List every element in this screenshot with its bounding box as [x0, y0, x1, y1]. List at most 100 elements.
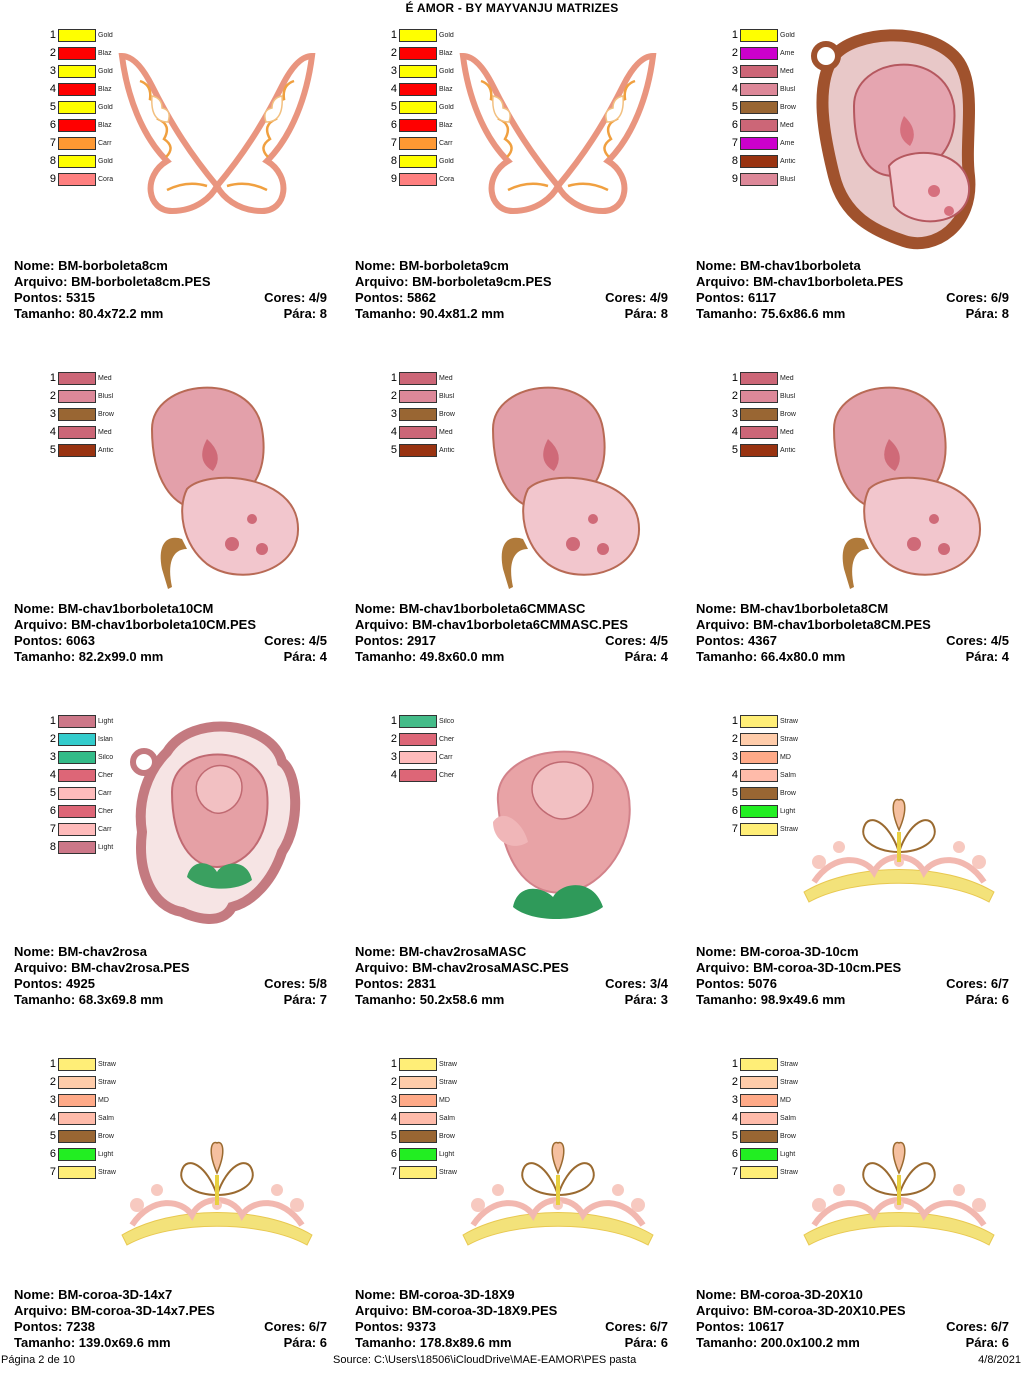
thread-swatch [740, 82, 778, 96]
thread-swatch [399, 1057, 437, 1071]
thread-index: 2 [731, 733, 738, 745]
thread-index: 5 [49, 1130, 56, 1142]
thread-index: 6 [731, 119, 738, 131]
thread-index: 2 [49, 390, 56, 402]
thread-swatch [399, 714, 437, 728]
thread-index: 7 [49, 1166, 56, 1178]
stops-label: Pára: [624, 306, 658, 321]
thread-swatch [740, 1165, 778, 1179]
thread-name: Light [439, 1150, 455, 1158]
thread-name: Cher [98, 807, 114, 815]
thread-index: 3 [390, 408, 397, 420]
thread-name: Carr [98, 825, 112, 833]
thread-index: 6 [49, 119, 56, 131]
thread-swatch [58, 1057, 96, 1071]
colors-label: Cores: [946, 1319, 988, 1334]
thread-index: 2 [731, 47, 738, 59]
thread-index: 5 [49, 101, 56, 113]
colors-label: Cores: [264, 976, 306, 991]
thread-index: 8 [390, 155, 397, 167]
keychain-rose-image [130, 721, 301, 924]
design-name: BM-coroa-3D-18X9 [399, 1287, 515, 1302]
thread-index: 3 [390, 65, 397, 77]
size-label: Tamanho: [355, 992, 417, 1007]
name-label: Nome: [355, 601, 396, 616]
thread-swatch [740, 1057, 778, 1071]
thread-name: Blaz [98, 85, 112, 93]
thread-index: 6 [49, 1148, 56, 1160]
name-label: Nome: [696, 258, 737, 273]
design-info: Nome: BM-borboleta8cm Arquivo: BM-borbol… [14, 258, 327, 322]
colors-label: Cores: [946, 633, 988, 648]
thread-index: 5 [49, 787, 56, 799]
stitch-count: 6063 [66, 633, 95, 648]
design-size: 75.6x86.6 mm [760, 306, 846, 321]
thread-name: Brow [98, 1132, 114, 1140]
rose-image [493, 750, 631, 920]
thread-index: 7 [390, 1166, 397, 1178]
thread-index: 1 [731, 1058, 738, 1070]
thread-index: 9 [731, 173, 738, 185]
thread-swatch [58, 1111, 96, 1125]
thread-index: 2 [731, 390, 738, 402]
thread-index: 1 [49, 29, 56, 41]
file-label: Arquivo: [696, 960, 750, 975]
thread-index: 1 [731, 715, 738, 727]
design-preview [453, 712, 663, 937]
design-info: Nome: BM-chav2rosaMASC Arquivo: BM-chav2… [355, 944, 668, 1008]
thread-name: Straw [439, 1060, 457, 1068]
design-file: BM-chav2rosaMASC.PES [412, 960, 569, 975]
thread-swatch [399, 425, 437, 439]
stop-count: 6 [319, 1335, 327, 1350]
thread-swatch [399, 154, 437, 168]
stitch-count: 9373 [407, 1319, 436, 1334]
thread-name: Med [780, 121, 794, 129]
thread-index: 3 [390, 751, 397, 763]
thread-swatch [740, 118, 778, 132]
pink-butterfly-image [491, 386, 641, 589]
thread-index: 2 [390, 1076, 397, 1088]
design-file: BM-chav1borboleta10CM.PES [71, 617, 257, 632]
stitches-label: Pontos: [696, 633, 745, 648]
thread-name: Straw [98, 1078, 116, 1086]
thread-color-row: 5 Brow [44, 1127, 116, 1145]
thread-name: MD [780, 753, 791, 761]
thread-name: Light [98, 1150, 114, 1158]
stops-label: Pára: [624, 649, 658, 664]
thread-index: 8 [731, 155, 738, 167]
thread-name: Cher [439, 735, 455, 743]
thread-index: 4 [390, 426, 397, 438]
thread-index: 3 [731, 408, 738, 420]
thread-name: Straw [780, 1060, 798, 1068]
thread-swatch [58, 425, 96, 439]
thread-swatch [58, 804, 96, 818]
thread-swatch [58, 64, 96, 78]
thread-swatch [740, 425, 778, 439]
design-info: Nome: BM-coroa-3D-20X10 Arquivo: BM-coro… [696, 1287, 1009, 1351]
size-label: Tamanho: [14, 1335, 76, 1350]
thread-index: 2 [390, 47, 397, 59]
stop-count: 3 [660, 992, 668, 1007]
thread-swatch [740, 136, 778, 150]
design-file: BM-chav2rosa.PES [71, 960, 190, 975]
page-number: Página 2 de 10 [1, 1354, 76, 1366]
design-name: BM-chav1borboleta8CM [740, 601, 889, 616]
thread-index: 2 [49, 1076, 56, 1088]
thread-name: Straw [439, 1168, 457, 1176]
thread-index: 4 [731, 1112, 738, 1124]
design-name: BM-borboleta8cm [58, 258, 168, 273]
source-path: Source: C:\Users\18506\iCloudDrive\MAE-E… [333, 1354, 637, 1366]
thread-name: Gold [98, 103, 113, 111]
